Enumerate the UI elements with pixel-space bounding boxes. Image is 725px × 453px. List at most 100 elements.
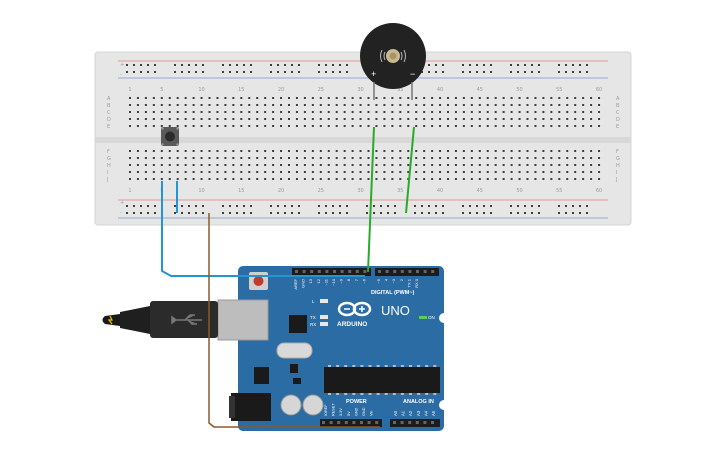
board-notch xyxy=(439,313,449,323)
row-letter: D xyxy=(616,117,620,123)
analog-label: ANALOG IN xyxy=(403,399,434,405)
column-number: 20 xyxy=(278,188,284,194)
led-rx xyxy=(320,322,328,326)
reset-button[interactable] xyxy=(253,276,264,286)
column-number: 45 xyxy=(477,188,483,194)
top-pin-label: AREF xyxy=(293,278,298,289)
top-pin-label: ~6 xyxy=(361,278,366,283)
column-number: 20 xyxy=(278,87,284,93)
rail-bottom-plus-label: + xyxy=(120,200,124,206)
pushbutton-cap[interactable] xyxy=(165,131,175,142)
row-letter: F xyxy=(616,149,619,155)
led-tx xyxy=(320,315,328,319)
analog-pin-label: A5 xyxy=(431,410,436,416)
power-pin-label: RESET xyxy=(332,403,336,416)
led-rx-label: RX xyxy=(310,322,316,327)
rail-bottom-minus-label: - xyxy=(120,210,122,216)
arduino-logo-icon xyxy=(337,301,372,317)
column-number: 55 xyxy=(556,188,562,194)
row-letter: E xyxy=(616,124,619,130)
row-letter: G xyxy=(616,156,620,162)
top-header-left xyxy=(292,268,371,276)
brand-label: ARDUINO xyxy=(337,321,367,328)
wire-blue-button-to-pin[interactable] xyxy=(161,181,365,277)
buzzer-plus-label: + xyxy=(371,69,376,79)
rail-top-minus-label: - xyxy=(120,72,122,78)
column-number: 55 xyxy=(556,87,562,93)
column-number: 15 xyxy=(238,188,244,194)
row-letter: J xyxy=(106,177,108,183)
row-letter: C xyxy=(616,110,620,116)
row-letter: H xyxy=(107,163,111,169)
top-pin-label: 13 xyxy=(308,278,313,283)
row-letter: B xyxy=(107,103,111,109)
usb-symbol-icon xyxy=(171,314,202,325)
capacitor-1 xyxy=(280,394,302,416)
column-number: 10 xyxy=(198,188,204,194)
top-pin-label: 7 xyxy=(354,278,359,281)
row-letter: F xyxy=(107,149,110,155)
top-pin-label: 8 xyxy=(346,278,351,281)
column-number: 35 xyxy=(397,188,403,194)
header-pin xyxy=(322,421,434,424)
column-number: 35 xyxy=(397,87,403,93)
led-on xyxy=(419,316,427,319)
column-number: 50 xyxy=(516,87,522,93)
pushbutton[interactable] xyxy=(161,127,179,146)
analog-header xyxy=(390,419,440,427)
column-number: 25 xyxy=(318,188,324,194)
row-letter: E xyxy=(107,124,110,130)
wire-brown-rail-to-gnd[interactable] xyxy=(208,213,380,428)
row-letter: A xyxy=(616,96,620,102)
top-pin-label: ~11 xyxy=(323,278,328,285)
column-number: 50 xyxy=(516,188,522,194)
header-pin xyxy=(295,270,435,273)
top-pin-label: ~3 xyxy=(391,278,396,283)
column-number: 40 xyxy=(437,87,443,93)
column-number: 1 xyxy=(128,188,131,194)
row-letter: D xyxy=(107,117,111,123)
row-letter: I xyxy=(616,170,617,176)
piezo-buzzer[interactable]: + − xyxy=(360,23,426,100)
top-pin-label: RX 0 xyxy=(414,278,419,288)
row-letter: A xyxy=(107,96,111,102)
row-letter: G xyxy=(107,156,111,162)
wire-green-buzzer-to-pin[interactable] xyxy=(367,126,375,273)
column-number: 15 xyxy=(238,87,244,93)
top-header-pins xyxy=(295,270,435,273)
capacitor-2 xyxy=(302,394,324,416)
top-header-right xyxy=(375,268,439,276)
buzzer-minus-label: − xyxy=(410,69,415,79)
wire-green-buzzer-to-rail[interactable] xyxy=(405,126,415,214)
power-pin-label: GND xyxy=(362,407,366,416)
sound-waves-icon xyxy=(380,49,406,63)
power-pin-label: 5V xyxy=(347,411,351,416)
top-pin-label: 4 xyxy=(384,278,389,281)
led-tx-label: TX xyxy=(310,315,316,320)
digital-header-label: DIGITAL (PWM~) xyxy=(371,290,415,296)
column-number: 45 xyxy=(477,87,483,93)
usb-connector xyxy=(217,299,269,341)
column-number: 25 xyxy=(318,87,324,93)
column-number: 30 xyxy=(357,87,363,93)
analog-pin-label: A4 xyxy=(423,410,428,416)
column-number: 60 xyxy=(596,188,602,194)
power-label: POWER xyxy=(346,399,367,405)
analog-pin-label: A2 xyxy=(408,410,413,416)
atmega-chip xyxy=(324,367,440,393)
top-pin-label: 12 xyxy=(316,278,321,283)
top-pin-label: ~5 xyxy=(376,278,381,283)
top-pin-label: 2 xyxy=(399,278,404,281)
power-pin-label: GND xyxy=(354,407,358,416)
top-pin-label: GND xyxy=(301,279,306,288)
row-letter: J xyxy=(615,177,617,183)
analog-pin-label: A1 xyxy=(401,410,406,416)
usb-chip xyxy=(289,315,307,333)
